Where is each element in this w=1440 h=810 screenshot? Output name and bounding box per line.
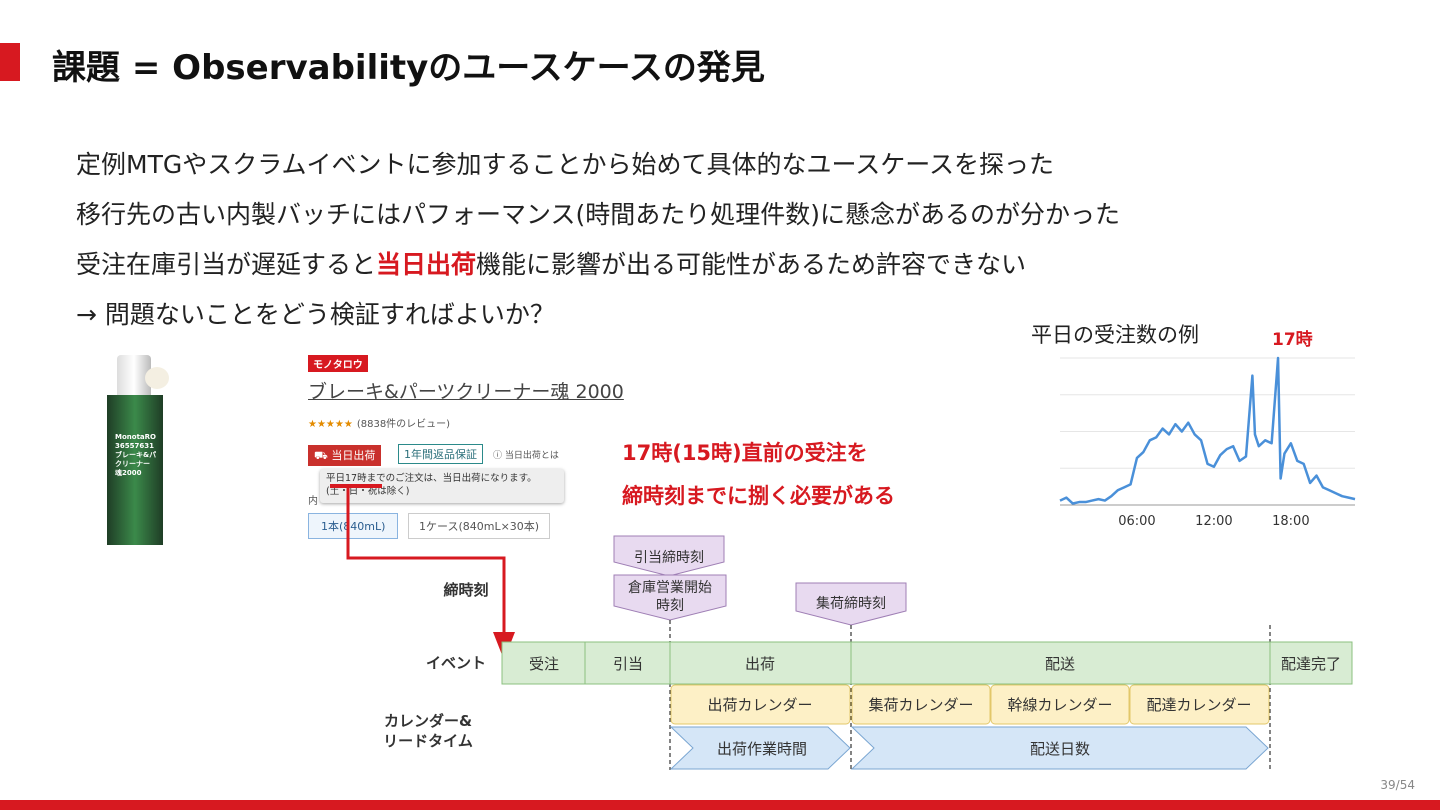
event-hikiate [584, 641, 671, 685]
tooltip-line1: 平日17時までのご注文は、当日出荷になります。 [326, 473, 537, 484]
x-tick-label: 06:00 [1118, 514, 1155, 529]
tag-hikiate [613, 535, 725, 577]
event-shukka [669, 641, 852, 685]
series-line [1059, 356, 1356, 505]
cal-haitatsu-label: 配達カレンダー [1146, 696, 1251, 714]
bullet-3: 受注在庫引当が遅延すると当日出荷機能に影響が出る可能性があるため許容できない [76, 240, 1120, 290]
chart-annotation: 17時 [1272, 330, 1313, 350]
calendar-row: 出荷カレンダー 集荷カレンダー 幹線カレンダー 配達カレンダー [670, 684, 1270, 725]
lead-shukka-label: 出荷作業時間 [717, 740, 807, 758]
arrow-path [346, 488, 506, 640]
lead-haisou-label: 配送日数 [1030, 740, 1090, 758]
tooltip-line2: (土・日・祝は除く) [326, 486, 410, 497]
rating: ★★★★★(8838件のレビュー) [308, 415, 450, 430]
bullet-list: 定例MTGやスクラムイベントに参加することから始めて具体的なユースケースを探った… [76, 140, 1120, 340]
leadtime-row: 出荷作業時間 配送日数 [669, 726, 1269, 770]
monotaro-logo: モノタロウ [308, 355, 368, 372]
title-accent-bar [0, 43, 20, 81]
tag-shuka [795, 582, 907, 626]
event-juchu-label: 受注 [529, 655, 559, 673]
can-label-code: 36557631 [115, 442, 154, 450]
can-label-name3: 魂2000 [115, 469, 142, 477]
tag-soko [613, 574, 727, 621]
note-line2: 締時刻までに捌く必要がある [622, 484, 895, 508]
cal-kansen-label: 幹線カレンダー [1007, 696, 1112, 714]
event-juchu [501, 641, 586, 685]
lead-haisou [850, 726, 1269, 770]
product-page-snippet: モノタロウ ブレーキ&パーツクリーナー魂 2000 ★★★★★(8838件のレビ… [308, 355, 624, 540]
row-label-calendar-2: リードタイム [383, 732, 473, 750]
footer-accent-bar [0, 800, 1440, 810]
slide-title: 課題 = Observabilityのユースケースの発見 [52, 48, 765, 88]
same-day-info-link[interactable]: ⓘ 当日出荷とは [493, 451, 559, 461]
tag-soko-label-1: 倉庫営業開始 [628, 579, 712, 596]
row-label-calendar-1: カレンダー& [384, 712, 472, 730]
cal-haitatsu [1129, 684, 1270, 725]
orders-line-chart: 06:00 12:00 18:00 [1059, 356, 1356, 529]
timeline-diagram: 締時刻 イベント カレンダー& リードタイム 引当締時刻 倉庫営業開始 時刻 集… [383, 535, 1353, 770]
event-delivered [1269, 641, 1353, 685]
tag-hikiate-label: 引当締時刻 [634, 549, 704, 566]
cal-shukka-label: 出荷カレンダー [707, 696, 812, 714]
option-label: 内 [308, 496, 318, 507]
product-can-image: MonotaRO 36557631 ブレーキ&パ クリーナー 魂2000 [105, 355, 169, 545]
can-nozzle [145, 367, 169, 389]
return-badge: 1年間返品保証 [398, 444, 483, 464]
bullet-3-post: 機能に影響が出る可能性があるため許容できない [476, 250, 1027, 279]
bullet-4: → 問題ないことをどう検証すればよいか？ [76, 300, 555, 329]
cal-kansen [990, 684, 1130, 725]
event-delivered-label: 配達完了 [1281, 655, 1341, 673]
note-line1: 17時(15時)直前の受注を [622, 441, 868, 465]
row-label-deadline: 締時刻 [443, 581, 488, 599]
event-haisou-label: 配送 [1045, 655, 1075, 673]
option-case[interactable]: 1ケース(840mL×30本) [408, 513, 551, 539]
product-name-link[interactable]: ブレーキ&パーツクリーナー魂 2000 [308, 381, 624, 403]
x-tick-label: 12:00 [1195, 514, 1232, 529]
callout-note: 17時(15時)直前の受注を 締時刻までに捌く必要がある [622, 432, 895, 518]
event-haisou [850, 641, 1271, 685]
option-single[interactable]: 1本(840mL) [308, 513, 399, 539]
review-count[interactable]: (8838件のレビュー) [356, 419, 451, 430]
page-number: 39/54 [1380, 778, 1415, 792]
chart-title: 平日の受注数の例 [1031, 323, 1199, 347]
row-label-event: イベント [426, 654, 486, 672]
cal-shukka [670, 684, 851, 725]
star-icons: ★★★★★ [308, 419, 353, 430]
can-label-name2: クリーナー [115, 460, 150, 468]
event-hikiate-label: 引当 [613, 655, 643, 673]
can-body [107, 395, 163, 545]
x-tick-label: 18:00 [1272, 514, 1309, 529]
tag-soko-label-2: 時刻 [656, 598, 684, 614]
lead-shukka [669, 726, 851, 770]
bullet-3-highlight: 当日出荷 [376, 250, 477, 279]
tag-shuka-label: 集荷締時刻 [816, 595, 886, 612]
cal-shuka [851, 684, 991, 725]
truck-icon: ⛟ [314, 449, 332, 462]
event-row: 受注 引当 出荷 配送 配達完了 [501, 641, 1353, 685]
bullet-1: 定例MTGやスクラムイベントに参加することから始めて具体的なユースケースを探った [76, 150, 1054, 179]
can-label-name1: ブレーキ&パ [115, 451, 157, 459]
bullet-2: 移行先の古い内製バッチにはパフォーマンス(時間あたり処理件数)に懸念があるのが分… [76, 200, 1121, 229]
same-day-badge: ⛟ 当日出荷 [308, 445, 382, 466]
event-shukka-label: 出荷 [745, 655, 775, 673]
cal-shuka-label: 集荷カレンダー [868, 696, 973, 714]
can-label-brand: MonotaRO [115, 433, 156, 441]
can-label: MonotaRO 36557631 ブレーキ&パ クリーナー 魂2000 [115, 433, 156, 478]
bullet-3-pre: 受注在庫引当が遅延すると [76, 250, 377, 279]
